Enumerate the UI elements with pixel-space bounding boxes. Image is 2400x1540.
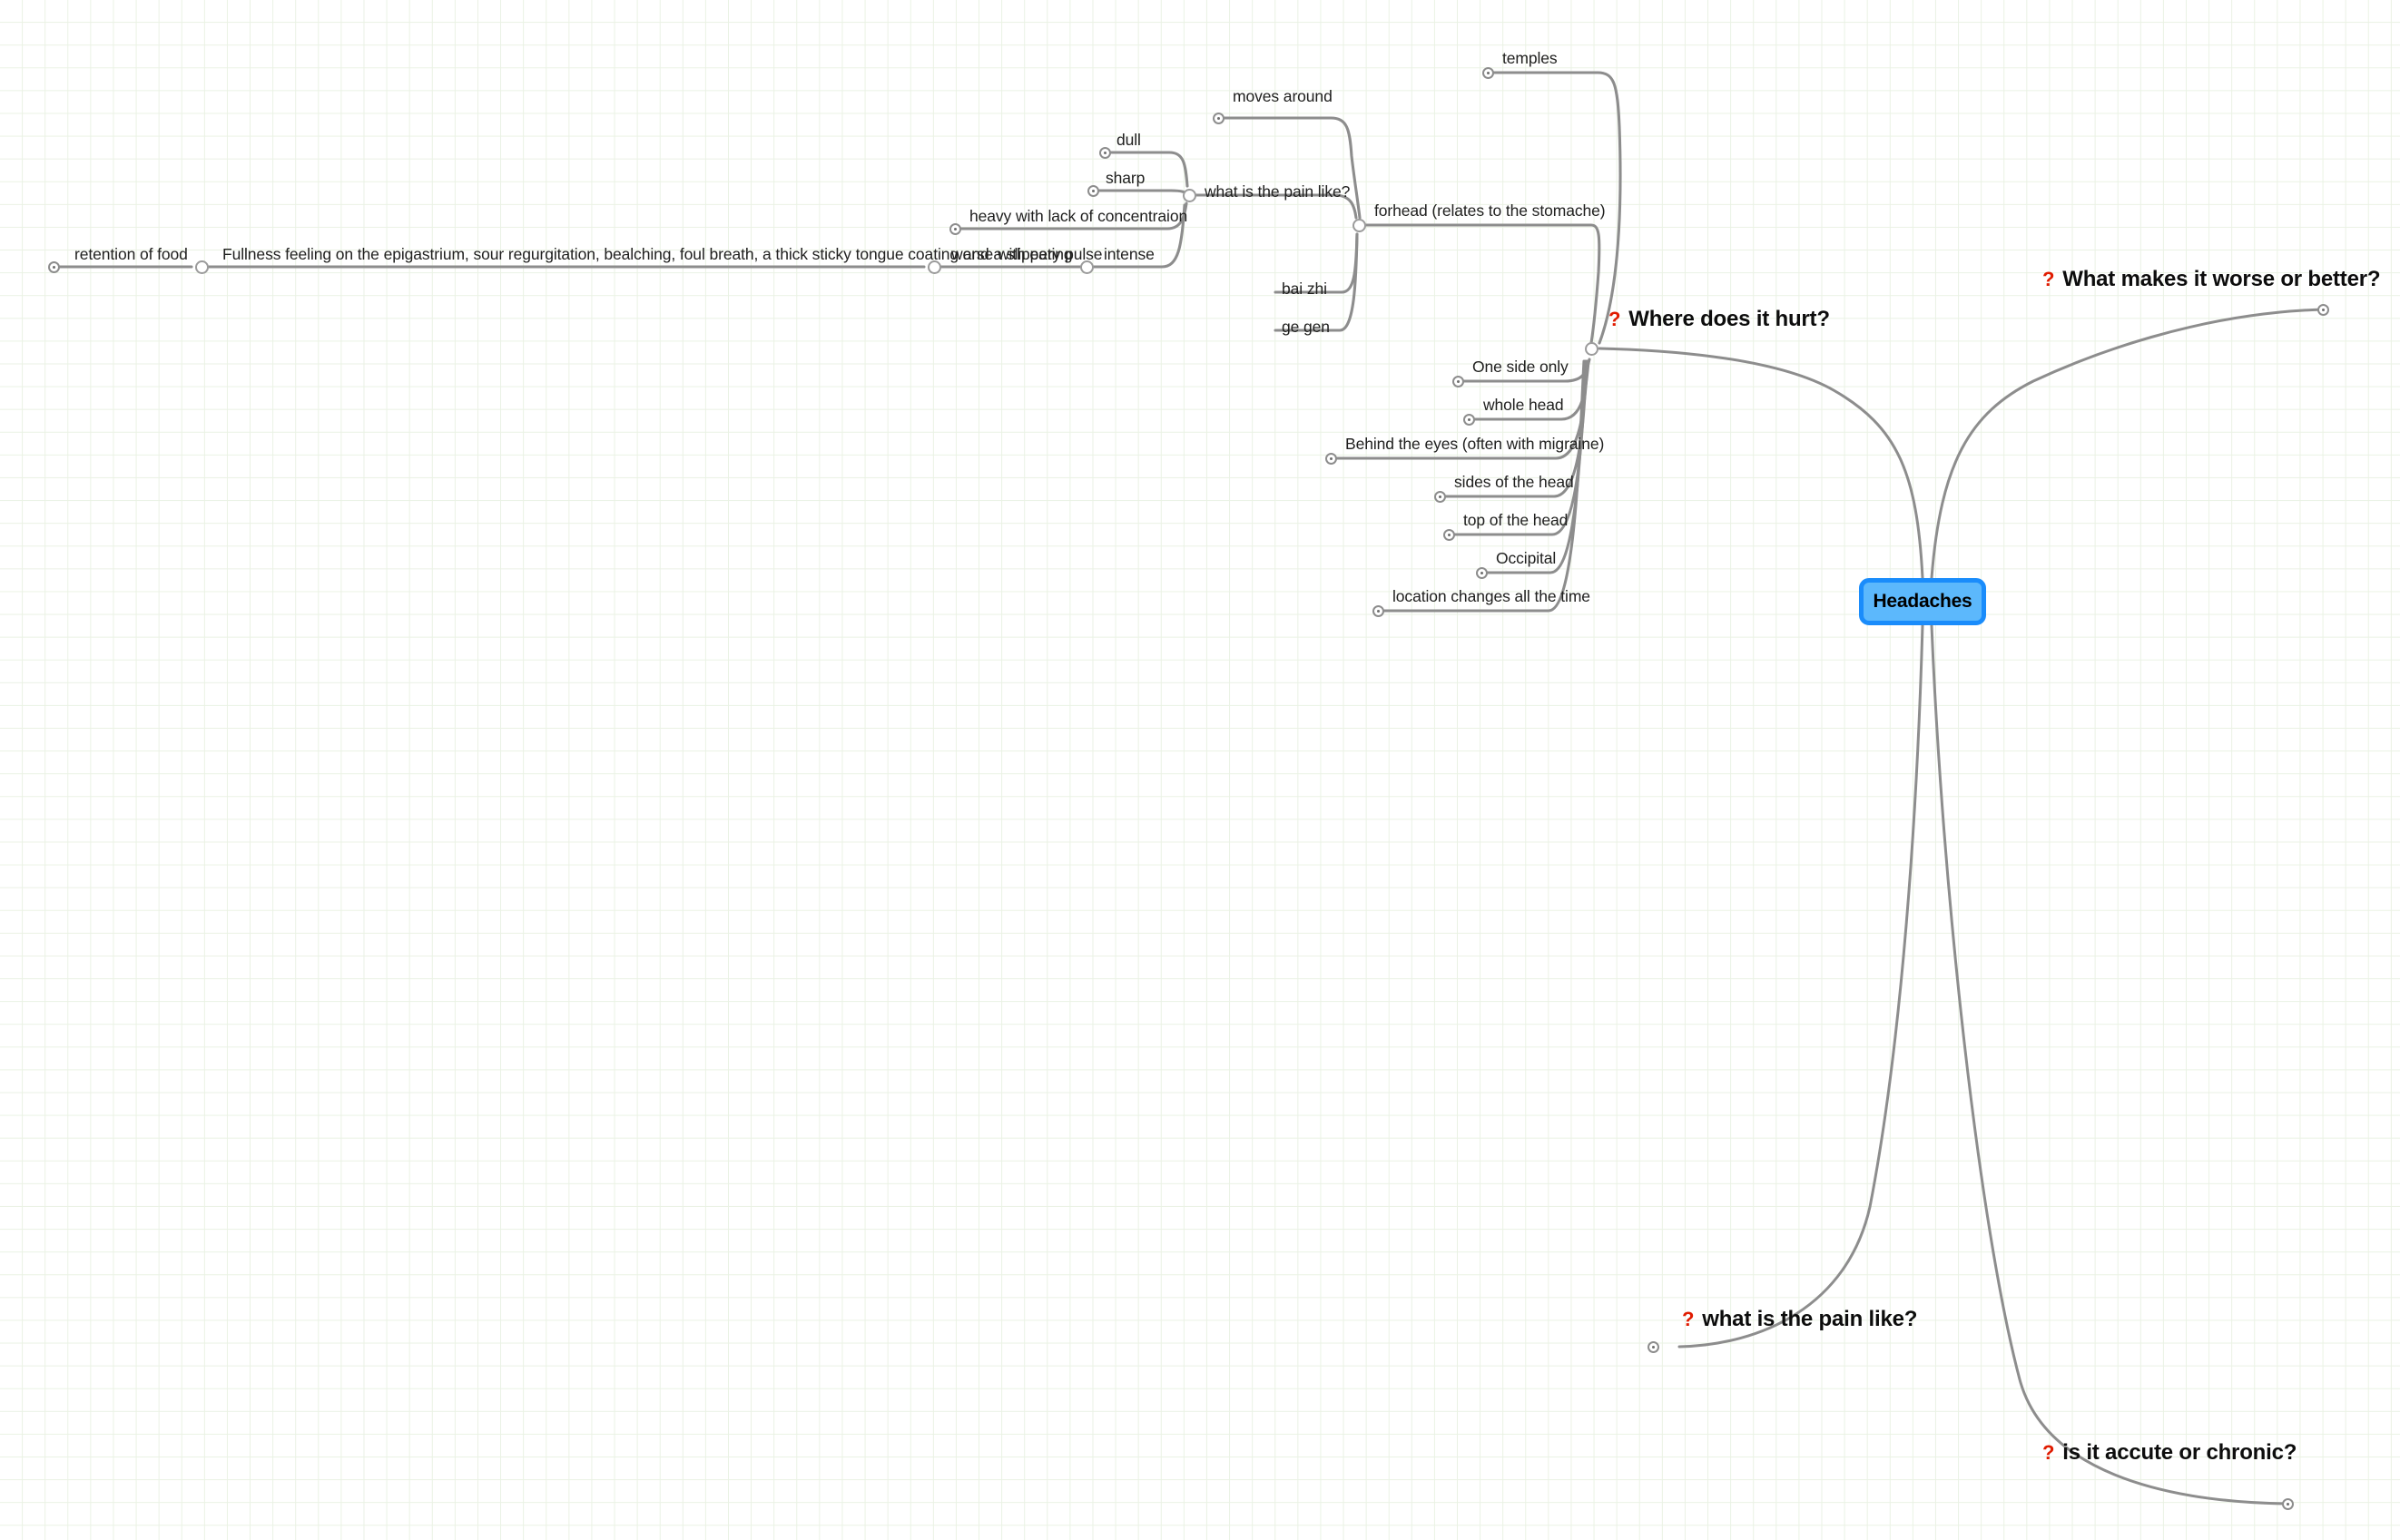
node-one-side-only[interactable]: One side only bbox=[1472, 358, 1569, 376]
node-sides-of-the-head[interactable]: sides of the head bbox=[1454, 473, 1574, 491]
node-ge-gen[interactable]: ge gen bbox=[1282, 318, 1330, 336]
collapse-handle-sharp[interactable] bbox=[1087, 185, 1099, 197]
question-mark-icon: ? bbox=[2042, 1441, 2055, 1464]
question-node-label: Where does it hurt? bbox=[1628, 307, 1830, 331]
expand-handle-where-does-it-hurt[interactable] bbox=[1585, 342, 1598, 356]
collapse-handle-heavy-with-lack[interactable] bbox=[949, 223, 961, 235]
node-occipital[interactable]: Occipital bbox=[1496, 549, 1557, 567]
collapse-handle-moves-around[interactable] bbox=[1213, 113, 1225, 124]
central-node-label: Headaches bbox=[1873, 591, 1972, 612]
collapse-handle-what-makes-it-worse[interactable] bbox=[2317, 304, 2329, 316]
node-bai-zhi[interactable]: bai zhi bbox=[1282, 280, 1327, 298]
question-node-is-it-accute-or-chronic[interactable]: ? is it accute or chronic? bbox=[2042, 1442, 2297, 1464]
question-node-label: is it accute or chronic? bbox=[2062, 1440, 2297, 1465]
collapse-handle-retention-of-food[interactable] bbox=[48, 261, 60, 273]
node-heavy-with-lack-of-concentraion[interactable]: heavy with lack of concentraion bbox=[969, 207, 1188, 225]
node-moves-around[interactable]: moves around bbox=[1233, 87, 1333, 105]
central-node[interactable]: Headaches bbox=[1859, 578, 1986, 625]
collapse-handle-what-is-the-pain-like[interactable] bbox=[1648, 1341, 1659, 1353]
question-mark-icon: ? bbox=[1608, 308, 1621, 330]
expand-handle-what-is-the-pain-like-sub[interactable] bbox=[1183, 189, 1196, 202]
collapse-handle-dull[interactable] bbox=[1099, 147, 1111, 159]
node-whole-head[interactable]: whole head bbox=[1483, 396, 1564, 414]
node-dull[interactable]: dull bbox=[1116, 131, 1141, 149]
node-what-is-the-pain-like-sub[interactable]: what is the pain like? bbox=[1205, 182, 1351, 201]
question-node-label: what is the pain like? bbox=[1702, 1307, 1918, 1331]
node-behind-the-eyes[interactable]: Behind the eyes (often with migraine) bbox=[1345, 435, 1605, 453]
node-forhead[interactable]: forhead (relates to the stomache) bbox=[1374, 201, 1606, 220]
collapse-handle-sides-of-the-head[interactable] bbox=[1434, 491, 1446, 503]
collapse-handle-is-it-accute-or-chronic[interactable] bbox=[2282, 1498, 2294, 1510]
question-mark-icon: ? bbox=[1682, 1308, 1695, 1330]
node-location-changes-all-the-time[interactable]: location changes all the time bbox=[1392, 587, 1590, 605]
question-node-what-makes-it-worse-or-better[interactable]: ? What makes it worse or better? bbox=[2042, 267, 2381, 291]
collapse-handle-whole-head[interactable] bbox=[1463, 414, 1475, 426]
node-retention-of-food[interactable]: retention of food bbox=[74, 245, 188, 263]
collapse-handle-location-changes[interactable] bbox=[1372, 605, 1384, 617]
node-top-of-the-head[interactable]: top of the head bbox=[1463, 511, 1569, 529]
collapse-handle-behind-the-eyes[interactable] bbox=[1325, 453, 1337, 465]
expand-handle-fullness-feeling[interactable] bbox=[195, 260, 209, 274]
expand-handle-forhead[interactable] bbox=[1352, 219, 1366, 232]
question-mark-icon: ? bbox=[2042, 268, 2055, 290]
node-fullness-feeling[interactable]: Fullness feeling on the epigastrium, sou… bbox=[222, 245, 1103, 263]
expand-handle-intense[interactable] bbox=[1080, 260, 1094, 274]
node-temples[interactable]: temples bbox=[1502, 49, 1558, 67]
question-node-label: What makes it worse or better? bbox=[2062, 267, 2381, 291]
question-node-where-does-it-hurt[interactable]: ? Where does it hurt? bbox=[1608, 309, 1830, 330]
collapse-handle-occipital[interactable] bbox=[1476, 567, 1488, 579]
node-worse-with-eating[interactable]: worse with eating bbox=[951, 245, 1073, 263]
question-node-what-is-the-pain-like[interactable]: ? what is the pain like? bbox=[1682, 1309, 1917, 1330]
collapse-handle-top-of-the-head[interactable] bbox=[1443, 529, 1455, 541]
node-intense[interactable]: intense bbox=[1104, 245, 1155, 263]
collapse-handle-one-side-only[interactable] bbox=[1452, 376, 1464, 387]
collapse-handle-temples[interactable] bbox=[1482, 67, 1494, 79]
expand-handle-worse-with-eating[interactable] bbox=[928, 260, 941, 274]
node-sharp[interactable]: sharp bbox=[1106, 169, 1146, 187]
